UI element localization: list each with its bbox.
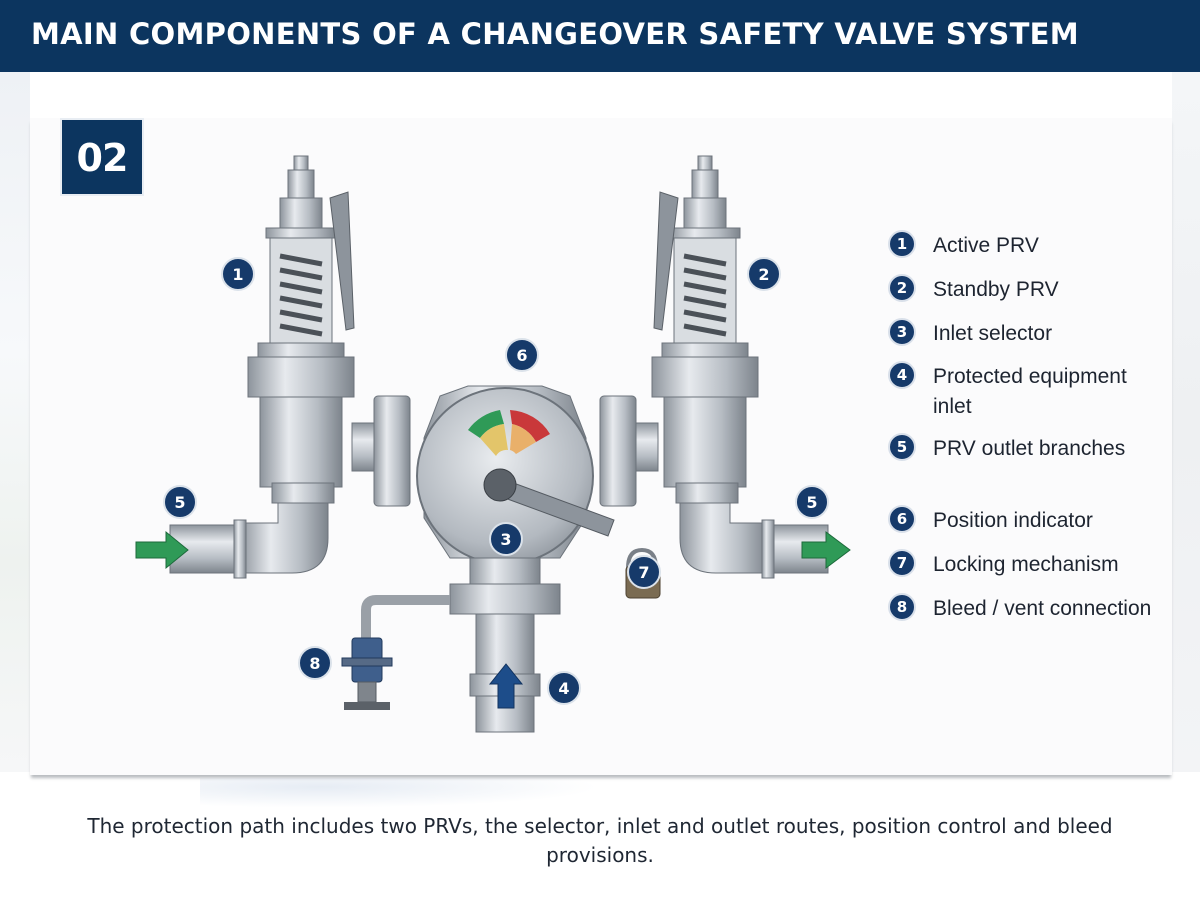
background-blur-left: [0, 72, 30, 772]
callout-2-label: 2: [758, 265, 769, 284]
protected-equipment-inlet: [469, 613, 541, 733]
bleed-handwheel: [341, 657, 393, 667]
legend-text-3: Inlet selector: [933, 322, 1053, 345]
legend-text-1: Active PRV: [933, 234, 1039, 257]
dial-green-segment: [468, 410, 504, 438]
prv-body-lower-left: [259, 396, 343, 488]
callout-7: 7: [627, 555, 661, 589]
prv-bonnet-top-left: [287, 169, 315, 199]
callout-5-left-label: 5: [174, 493, 185, 512]
callout-5-right: 5: [795, 485, 829, 519]
prv-base-flange-right: [661, 342, 749, 358]
section-number-badge: 02: [60, 118, 144, 196]
outlet-flange-right: [761, 519, 775, 579]
legend-marker-1: 1: [888, 230, 916, 258]
prv-bottom-flange-left: [271, 482, 335, 504]
figure-caption: The protection path includes two PRVs, t…: [87, 814, 1113, 867]
prv-lever-left: [329, 191, 355, 331]
prv-cap-left: [293, 155, 309, 171]
legend-marker-5: 5: [888, 433, 916, 461]
legend-text-2: Standby PRV: [933, 278, 1059, 301]
background-blur-bottom: [200, 778, 600, 808]
callout-3-label: 3: [500, 530, 511, 549]
prv-spring-left: [279, 253, 323, 337]
standby-prv-right: [651, 155, 759, 504]
outlet-branch-left: [135, 502, 329, 579]
legend-text-5: PRV outlet branches: [933, 437, 1126, 460]
bleed-line: [361, 595, 450, 638]
connector-flange-left: [373, 395, 411, 507]
background-blur-right: [1172, 72, 1200, 772]
callout-1: 1: [221, 257, 255, 291]
callout-4-label: 4: [558, 679, 569, 698]
callout-7-label: 7: [638, 563, 649, 582]
bleed-vent-connection: [341, 595, 450, 710]
outlet-elbow-left: [239, 502, 329, 574]
inlet-selector: [416, 385, 615, 615]
diagram-card: 1 2 3 4 5 5 6 7: [30, 118, 1172, 775]
page-title: MAIN COMPONENTS OF A CHANGEOVER SAFETY V…: [31, 17, 1079, 51]
callout-3: 3: [489, 522, 523, 556]
callout-4: 4: [547, 671, 581, 705]
outlet-arrow-right: [801, 531, 851, 569]
prv-spring-housing-left: [265, 227, 337, 239]
header-bar: MAIN COMPONENTS OF A CHANGEOVER SAFETY V…: [0, 0, 1200, 72]
prv-cap-right: [697, 155, 713, 171]
selector-bottom-flange: [449, 583, 561, 615]
dial-orange-segment: [510, 424, 536, 454]
selector-hub: [483, 468, 517, 502]
callout-8: 8: [298, 646, 332, 680]
prv-base-flange-left: [257, 342, 345, 358]
connector-flange-right: [599, 395, 637, 507]
callout-1-label: 1: [232, 265, 243, 284]
prv-body-left: [247, 356, 355, 398]
legend-marker-2: 2: [888, 274, 916, 302]
active-prv-left: [247, 155, 355, 504]
legend-text-7: Locking mechanism: [933, 553, 1119, 576]
prv-lever-right: [653, 191, 679, 331]
legend-marker-6: 6: [888, 505, 916, 533]
bleed-base: [344, 702, 390, 710]
dial-red-segment: [510, 410, 550, 442]
prv-bonnet-neck-left: [279, 197, 323, 229]
legend-marker-4: 4: [888, 361, 916, 389]
prv-bonnet-top-right: [691, 169, 719, 199]
prv-bonnet-neck-right: [683, 197, 727, 229]
outlet-branch-right: [679, 502, 851, 579]
prv-spring-housing-right: [669, 227, 741, 239]
outlet-flange-left: [233, 519, 247, 579]
legend-marker-7: 7: [888, 549, 916, 577]
bleed-outlet: [357, 681, 377, 703]
inlet-arrow: [488, 663, 524, 709]
position-indicator-dial: [468, 410, 550, 456]
legend-text-6: Position indicator: [933, 509, 1093, 532]
outlet-arrow-left: [135, 530, 189, 570]
prv-bottom-flange-right: [675, 482, 739, 504]
legend-marker-8: 8: [888, 593, 916, 621]
callout-6: 6: [505, 338, 539, 372]
legend-text-4: Protected equipment inlet: [933, 365, 1127, 418]
legend-text-8: Bleed / vent connection: [933, 597, 1152, 620]
prv-body-lower-right: [663, 396, 747, 488]
prv-body-right: [651, 356, 759, 398]
dial-yellow-segment: [480, 424, 508, 456]
callout-8-label: 8: [309, 654, 320, 673]
prv-spring-right: [683, 253, 727, 337]
outlet-elbow-right: [679, 502, 769, 574]
valve-system-illustration: 1 2 3 4 5 5 6 7: [135, 155, 851, 733]
callout-5-left: 5: [163, 485, 197, 519]
callout-5-right-label: 5: [806, 493, 817, 512]
selector-neck: [469, 557, 541, 585]
legend-marker-3: 3: [888, 318, 916, 346]
callout-6-label: 6: [516, 346, 527, 365]
callout-2: 2: [747, 257, 781, 291]
